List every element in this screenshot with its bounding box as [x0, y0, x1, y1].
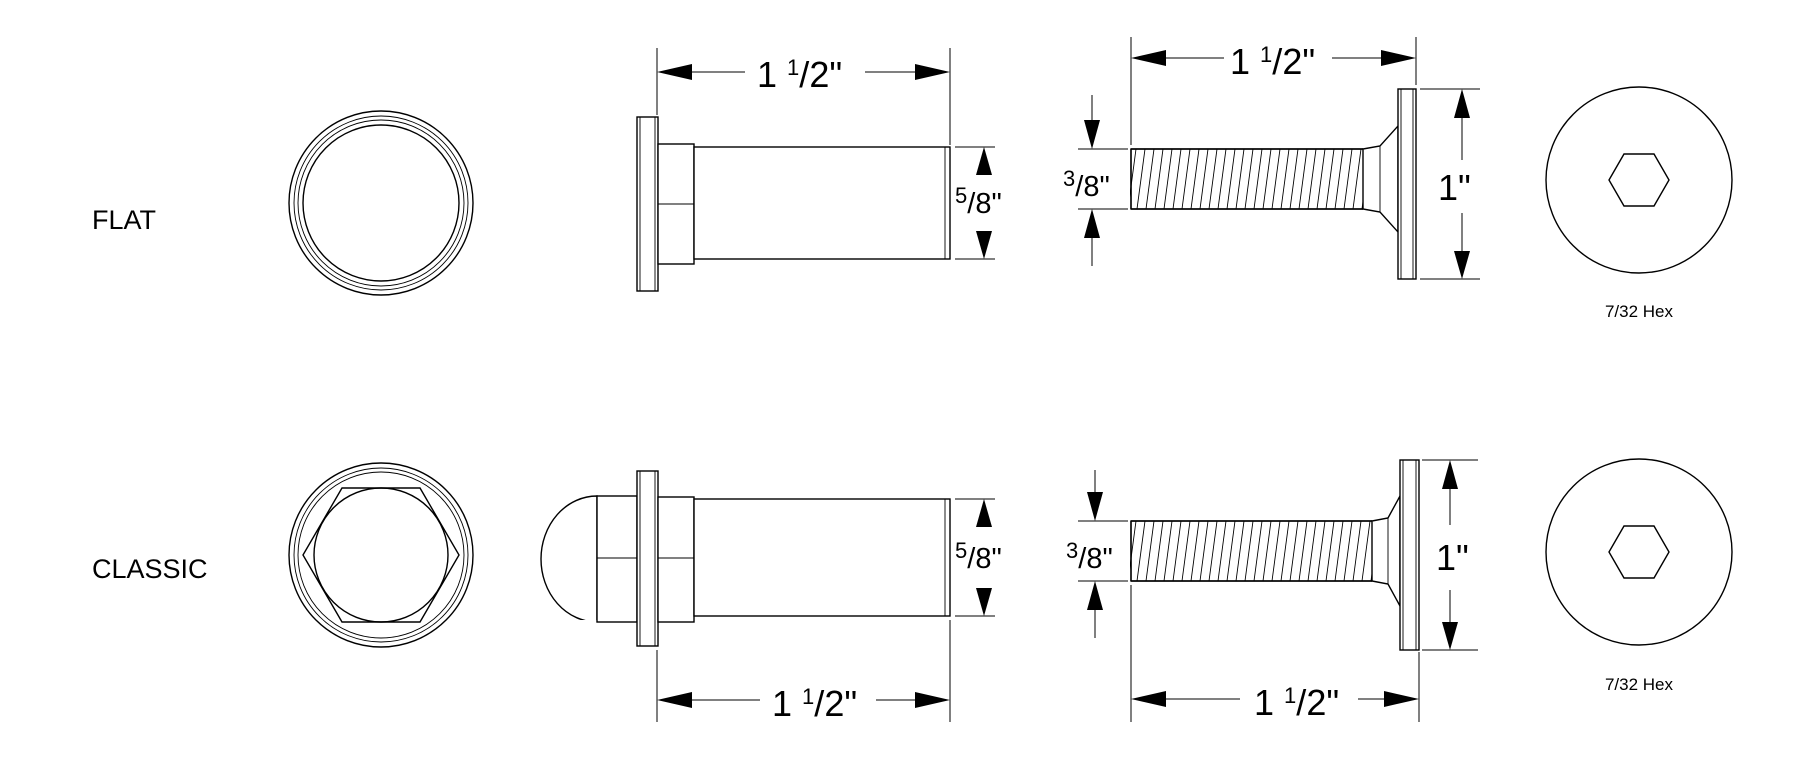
classic-sleeve-length-label: 1 1/2" [772, 683, 857, 724]
classic-screw-head-label: 1" [1436, 537, 1469, 578]
row-label-classic: CLASSIC [92, 554, 208, 584]
hex-size-label: 7/32 Hex [1605, 302, 1674, 321]
dimension-flat-screw-length: 1 1/2" [1130, 37, 1417, 145]
flat-sleeve-diameter-label: 5/8" [955, 183, 1002, 220]
hex-socket-end-view-icon [1545, 86, 1733, 274]
flat-sleeve-length-label: 1 1/2" [757, 54, 842, 95]
row-label-flat: FLAT [92, 205, 156, 235]
dimension-flat-screw-thread: 3/8" [1063, 95, 1128, 266]
classic-sleeve-diameter-label: 5/8" [955, 538, 1002, 575]
classic-screw-thread [1130, 520, 1372, 582]
dimension-classic-sleeve-length: 1 1/2" [656, 620, 951, 724]
flat-screw-head-label: 1" [1438, 167, 1471, 208]
flat-cap-end-view-icon [288, 110, 474, 296]
flat-screw-side-view [1130, 88, 1417, 280]
dimension-classic-screw-head: 1" [1422, 459, 1478, 651]
classic-screw-side-view [1130, 459, 1420, 651]
hex-socket-end-view-icon [1545, 458, 1733, 646]
flat-screw-length-label: 1 1/2" [1230, 41, 1315, 82]
hex-size-label: 7/32 Hex [1605, 675, 1674, 694]
dimension-classic-screw-length: 1 1/2" [1130, 585, 1420, 723]
classic-sleeve-side-view [540, 470, 951, 647]
flat-sleeve-side-view [636, 116, 951, 292]
dimension-flat-screw-head: 1" [1420, 88, 1480, 280]
flat-screw-thread [1130, 148, 1363, 210]
dimension-classic-sleeve-diameter: 5/8" [955, 498, 1002, 617]
dimension-flat-sleeve-diameter: 5/8" [955, 146, 1002, 260]
acorn-hex-cap-end-view-icon [288, 462, 474, 648]
dimension-classic-screw-thread: 3/8" [1066, 470, 1128, 638]
classic-screw-thread-label: 3/8" [1066, 538, 1113, 575]
flat-screw-thread-label: 3/8" [1063, 166, 1110, 203]
dimension-flat-sleeve-length: 1 1/2" [656, 48, 951, 145]
classic-screw-length-label: 1 1/2" [1254, 682, 1339, 723]
